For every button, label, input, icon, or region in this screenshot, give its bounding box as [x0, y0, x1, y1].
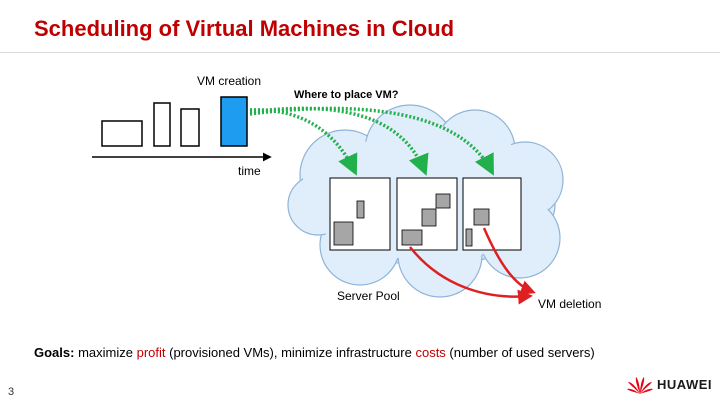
vm-request-block [101, 120, 143, 147]
vm-request-queue [101, 96, 248, 147]
vm-block [401, 229, 423, 246]
deletion-arrows [409, 227, 536, 305]
huawei-petal-icon [627, 377, 653, 394]
vm-block [333, 221, 354, 246]
page-number: 3 [8, 386, 15, 398]
slide-title: Scheduling of Virtual Machines in Cloud [34, 16, 455, 41]
goals-text-2: (provisioned VMs), minimize infrastructu… [165, 345, 416, 360]
placement-arrows [249, 106, 494, 176]
brand-name: HUAWEI [657, 377, 712, 392]
vm-block [473, 208, 490, 226]
goals-text-1: maximize [74, 345, 137, 360]
deletion-arrow [409, 246, 533, 305]
vm-deletion-label: VM deletion [538, 297, 602, 311]
goals-prefix: Goals: [34, 345, 75, 360]
vm-block [421, 208, 437, 227]
placement-arrow [249, 106, 494, 176]
vm-block [435, 193, 451, 209]
vm-request-block [180, 108, 200, 147]
profit-highlight: profit [136, 345, 166, 360]
huawei-logo: HUAWEI [626, 374, 712, 396]
time-label: time [238, 164, 261, 178]
vm-block [465, 228, 473, 247]
vm-creation-label: VM creation [197, 74, 262, 88]
server-2 [396, 177, 458, 251]
server-pool-label: Server Pool [337, 289, 400, 303]
goals-text-3: (number of used servers) [445, 345, 595, 360]
server-1 [329, 177, 391, 251]
vm-block [356, 200, 365, 219]
placement-question-label: Where to place VM? [294, 89, 399, 101]
vm-request-block [153, 102, 171, 147]
server-3 [462, 177, 522, 251]
deletion-arrow [482, 227, 536, 295]
new-vm-block [220, 96, 248, 147]
title-divider [0, 52, 720, 53]
goals-statement: Goals: maximize profit (provisioned VMs)… [34, 345, 595, 360]
costs-highlight: costs [415, 345, 446, 360]
